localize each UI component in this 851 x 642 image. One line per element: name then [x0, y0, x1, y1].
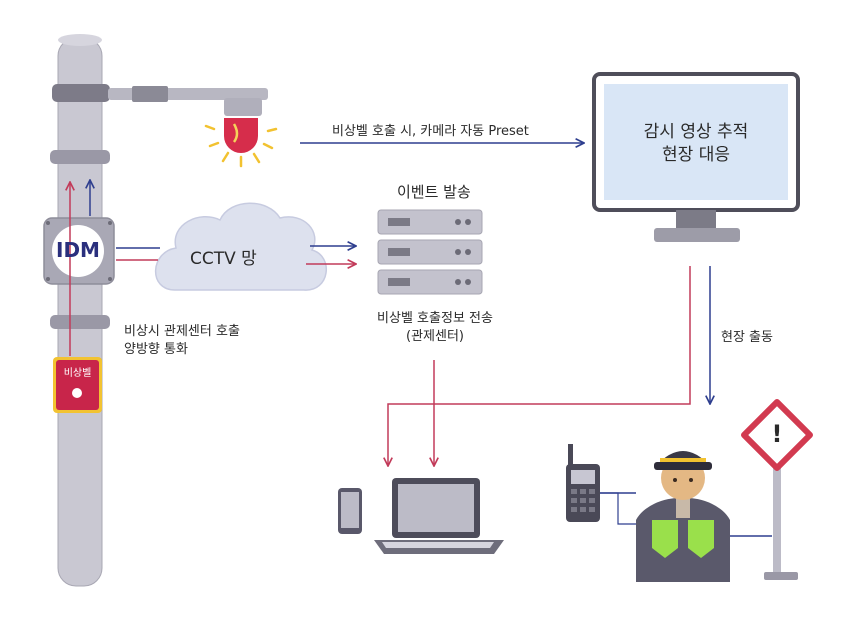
- pole-clamp-lower: [50, 315, 110, 329]
- walkie-talkie-icon: [566, 444, 600, 522]
- cctv-network-label: CCTV 망: [190, 249, 257, 269]
- cctv-network-cloud: [154, 202, 327, 291]
- idm-device: [43, 217, 115, 285]
- bell-button-icon: [72, 388, 82, 398]
- network-arrows: [116, 246, 356, 264]
- idm-label: IDM: [56, 238, 100, 262]
- warning-sign-icon: [741, 399, 813, 580]
- info-send-label-1: 비상벨 호출정보 전송: [377, 311, 493, 326]
- security-guard-icon: [636, 451, 730, 582]
- monitor-icon: [592, 72, 800, 242]
- dispatch-label: 현장 출동: [721, 330, 773, 345]
- call-center-label-2: 양방향 통화: [124, 342, 188, 357]
- control-center-arrows: [388, 266, 691, 466]
- warning-sign-mark: !: [771, 420, 783, 448]
- bell-device-label: 비상벨: [63, 368, 92, 379]
- street-pole: [50, 34, 110, 587]
- monitor-label-1: 감시 영상 추적: [643, 122, 749, 142]
- info-send-label-2: (관제센터): [406, 329, 464, 344]
- siren-light-icon: [204, 118, 278, 168]
- laptop-icon: [374, 478, 504, 554]
- call-center-label-1: 비상시 관제센터 호출: [124, 324, 240, 339]
- smartphone-icon: [338, 488, 362, 534]
- server-rack-icon: [377, 209, 483, 295]
- emergency-bell-device: [53, 357, 102, 413]
- pole-link-arrows: [70, 180, 90, 356]
- preset-label: 비상벨 호출 시, 카메라 자동 Preset: [332, 124, 529, 139]
- camera-arm: [108, 86, 268, 116]
- pole-clamp-middle: [50, 150, 110, 164]
- event-send-label: 이벤트 발송: [397, 183, 471, 201]
- monitor-label-2: 현장 대응: [662, 145, 730, 165]
- pole-clamp-top: [52, 84, 110, 102]
